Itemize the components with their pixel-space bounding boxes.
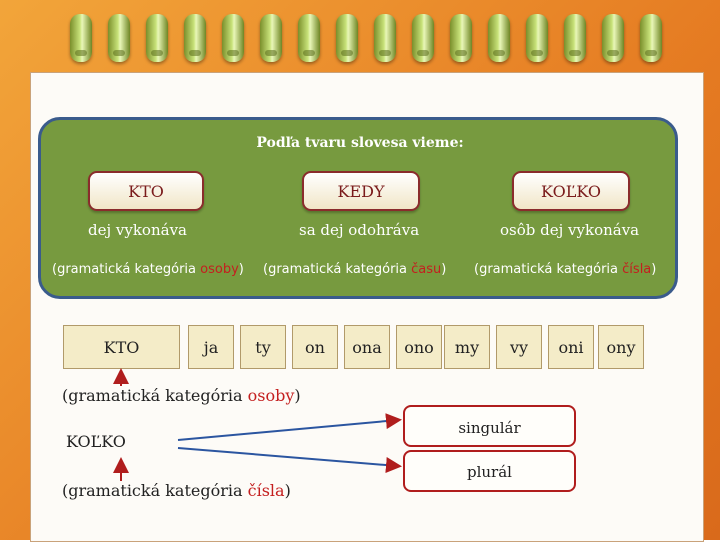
kolko-button[interactable]: KOĽKO: [512, 171, 630, 211]
plural-box[interactable]: plurál: [403, 450, 576, 492]
kedy-button[interactable]: KEDY: [302, 171, 420, 211]
caption-word: osoby: [247, 386, 295, 405]
category-prefix: (gramatická kategória: [263, 262, 412, 277]
pronoun-ty[interactable]: ty: [240, 325, 286, 369]
kto-button[interactable]: KTO: [88, 171, 204, 211]
pronoun-vy[interactable]: vy: [496, 325, 542, 369]
pronoun-ona[interactable]: ona: [344, 325, 390, 369]
binder-ring-icon: [412, 14, 434, 62]
binder-ring-icon: [640, 14, 662, 62]
binder-ring-icon: [298, 14, 320, 62]
singular-label: singulár: [458, 419, 521, 437]
pronoun-label: vy: [509, 337, 529, 357]
binder-ring-icon: [222, 14, 244, 62]
pronoun-my[interactable]: my: [444, 325, 490, 369]
category-suffix: ): [238, 262, 244, 277]
pronoun-label: on: [305, 337, 325, 357]
cisla-category: (gramatická kategória čísla): [474, 262, 656, 277]
pronoun-label: oni: [558, 337, 584, 357]
binder-ring-icon: [260, 14, 282, 62]
arrow-to-singular: [177, 413, 402, 441]
binder-ring-icon: [450, 14, 472, 62]
panel-heading: Podľa tvaru slovesa vieme:: [256, 135, 464, 151]
binder-ring-icon: [602, 14, 624, 62]
kedy-label: KEDY: [337, 181, 385, 201]
pronoun-on[interactable]: on: [292, 325, 338, 369]
kto-box-label: KTO: [103, 337, 140, 357]
pronoun-label: ona: [352, 337, 382, 357]
caption-suffix: ): [294, 386, 301, 405]
binder-ring-icon: [374, 14, 396, 62]
caption-prefix: (gramatická kategória: [62, 481, 248, 500]
pronoun-label: ono: [404, 337, 434, 357]
category-prefix: (gramatická kategória: [52, 262, 201, 277]
binder-ring-icon: [526, 14, 548, 62]
kolko-label: KOĽKO: [66, 432, 126, 451]
category-suffix: ): [651, 262, 657, 277]
binder-ring-icon: [488, 14, 510, 62]
arrow-to-plural: [177, 447, 402, 473]
pronoun-ja[interactable]: ja: [188, 325, 234, 369]
category-word: osoby: [200, 262, 239, 277]
kto-box[interactable]: KTO: [63, 325, 180, 369]
casu-category: (gramatická kategória času): [263, 262, 446, 277]
category-word: čísla: [622, 262, 652, 277]
pronoun-label: ony: [606, 337, 636, 357]
kolko-description: osôb dej vykonáva: [500, 221, 640, 239]
cisla-caption: (gramatická kategória čísla): [62, 481, 291, 500]
pronoun-ono[interactable]: ono: [396, 325, 442, 369]
kedy-description: sa dej odohráva: [299, 221, 420, 239]
binder-ring-icon: [108, 14, 130, 62]
caption-suffix: ): [284, 481, 291, 500]
binder-ring-icon: [70, 14, 92, 62]
caption-word: čísla: [247, 481, 285, 500]
pronoun-label: my: [454, 337, 480, 357]
category-suffix: ): [441, 262, 447, 277]
pronoun-label: ja: [203, 337, 219, 357]
osoby-category: (gramatická kategória osoby): [52, 262, 244, 277]
kto-label: KTO: [128, 181, 164, 201]
binder-ring-icon: [564, 14, 586, 62]
kto-description: dej vykonáva: [88, 221, 187, 239]
kolko-label: KOĽKO: [541, 181, 601, 201]
pronoun-oni[interactable]: oni: [548, 325, 594, 369]
binder-ring-icon: [336, 14, 358, 62]
pronoun-ony[interactable]: ony: [598, 325, 644, 369]
binder-ring-icon: [146, 14, 168, 62]
binder-ring-icon: [184, 14, 206, 62]
category-word: času: [411, 262, 442, 277]
category-prefix: (gramatická kategória: [474, 262, 623, 277]
pronoun-label: ty: [255, 337, 271, 357]
plural-label: plurál: [467, 463, 512, 481]
osoby-caption: (gramatická kategória osoby): [62, 386, 301, 405]
caption-prefix: (gramatická kategória: [62, 386, 248, 405]
singular-box[interactable]: singulár: [403, 405, 576, 447]
